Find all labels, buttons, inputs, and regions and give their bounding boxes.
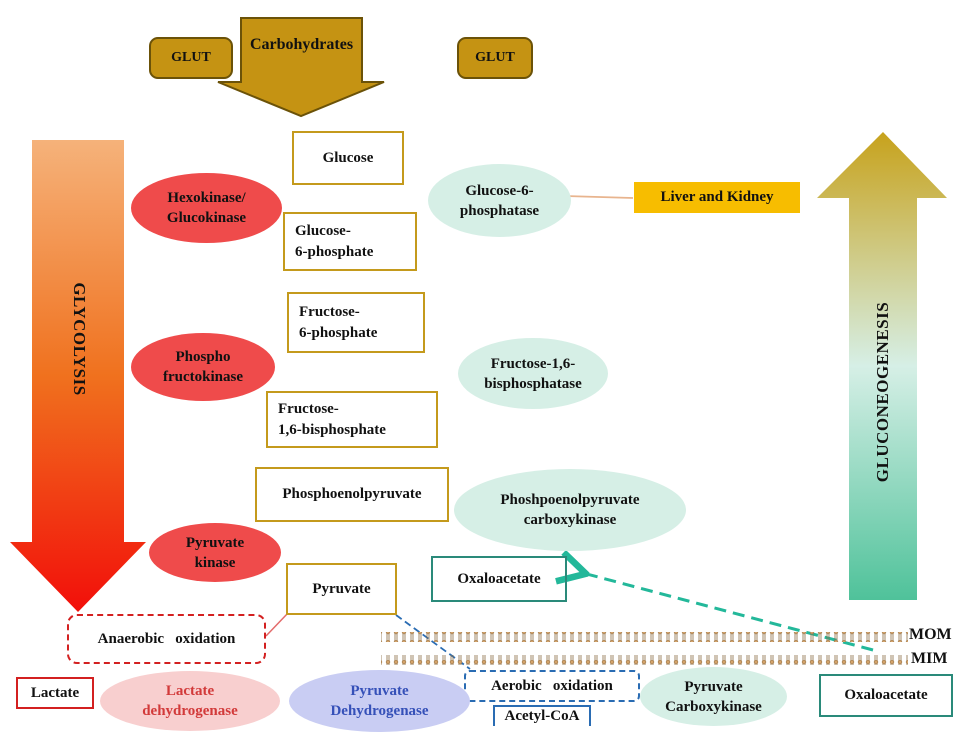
gluconeogenesis-arrow <box>817 132 947 600</box>
outer-mitochondrial-membrane <box>381 632 908 642</box>
inner-mitochondrial-membrane <box>381 655 908 665</box>
glycolysis-label: GLYCOLYSIS <box>70 282 89 396</box>
glut-transporter-left: GLUT <box>149 37 233 79</box>
oxaloacetate-cytosol-box: Oxaloacetate <box>431 556 567 602</box>
carbohydrates-arrow <box>217 17 385 118</box>
liver-kidney-arrow <box>565 196 634 198</box>
mom-label: MOM <box>909 626 952 643</box>
anaerobic-oxidation-box: Anaerobic oxidation <box>67 614 266 664</box>
pyruvate-dehydrogenase-enzyme: Pyruvate Dehydrogenase <box>289 670 470 732</box>
hexokinase-enzyme: Hexokinase/ Glucokinase <box>131 173 282 243</box>
pyruvate-kinase-enzyme: Pyruvate kinase <box>149 523 281 582</box>
pepck-enzyme: Phoshpoenolpyruvate carboxykinase <box>454 469 686 551</box>
pyruvate-carboxykinase-enzyme: Pyruvate Carboxykinase <box>640 667 787 726</box>
anaerobic-connector <box>265 612 289 637</box>
glut-transporter-right: GLUT <box>457 37 533 79</box>
phosphofructokinase-enzyme: Phospho fructokinase <box>131 333 275 401</box>
glucose-6-phosphatase-enzyme: Glucose-6- phosphatase <box>428 164 571 237</box>
mim-label: MIM <box>911 650 948 667</box>
fructose-bisphosphatase-enzyme: Fructose-1,6- bisphosphatase <box>458 338 608 409</box>
glucose-box: Glucose <box>292 131 404 185</box>
gluconeogenesis-label: GLUCONEOGENESIS <box>873 301 892 483</box>
lactate-dehydrogenase-enzyme: Lactate dehydrogenase <box>100 671 280 731</box>
acetyl-coa-box: Acetyl-CoA <box>493 705 591 726</box>
liver-kidney-label: Liver and Kidney <box>634 182 800 213</box>
glucose-6-phosphate-box: Glucose- 6-phosphate <box>283 212 417 271</box>
oxaloacetate-transport-arrow <box>583 573 874 652</box>
fructose-1-6-bisphosphate-box: Fructose- 1,6-bisphosphate <box>266 391 438 448</box>
fructose-6-phosphate-box: Fructose- 6-phosphate <box>287 292 425 353</box>
carbohydrates-label: Carbohydrates <box>249 36 354 53</box>
glycolysis-arrow <box>10 140 146 612</box>
phosphoenolpyruvate-box: Phosphoenolpyruvate <box>255 467 449 522</box>
oxaloacetate-mitochondria-box: Oxaloacetate <box>819 674 953 717</box>
aerobic-oxidation-box: Aerobic oxidation <box>464 670 640 702</box>
lactate-box: Lactate <box>16 677 94 709</box>
pyruvate-box: Pyruvate <box>286 563 397 615</box>
